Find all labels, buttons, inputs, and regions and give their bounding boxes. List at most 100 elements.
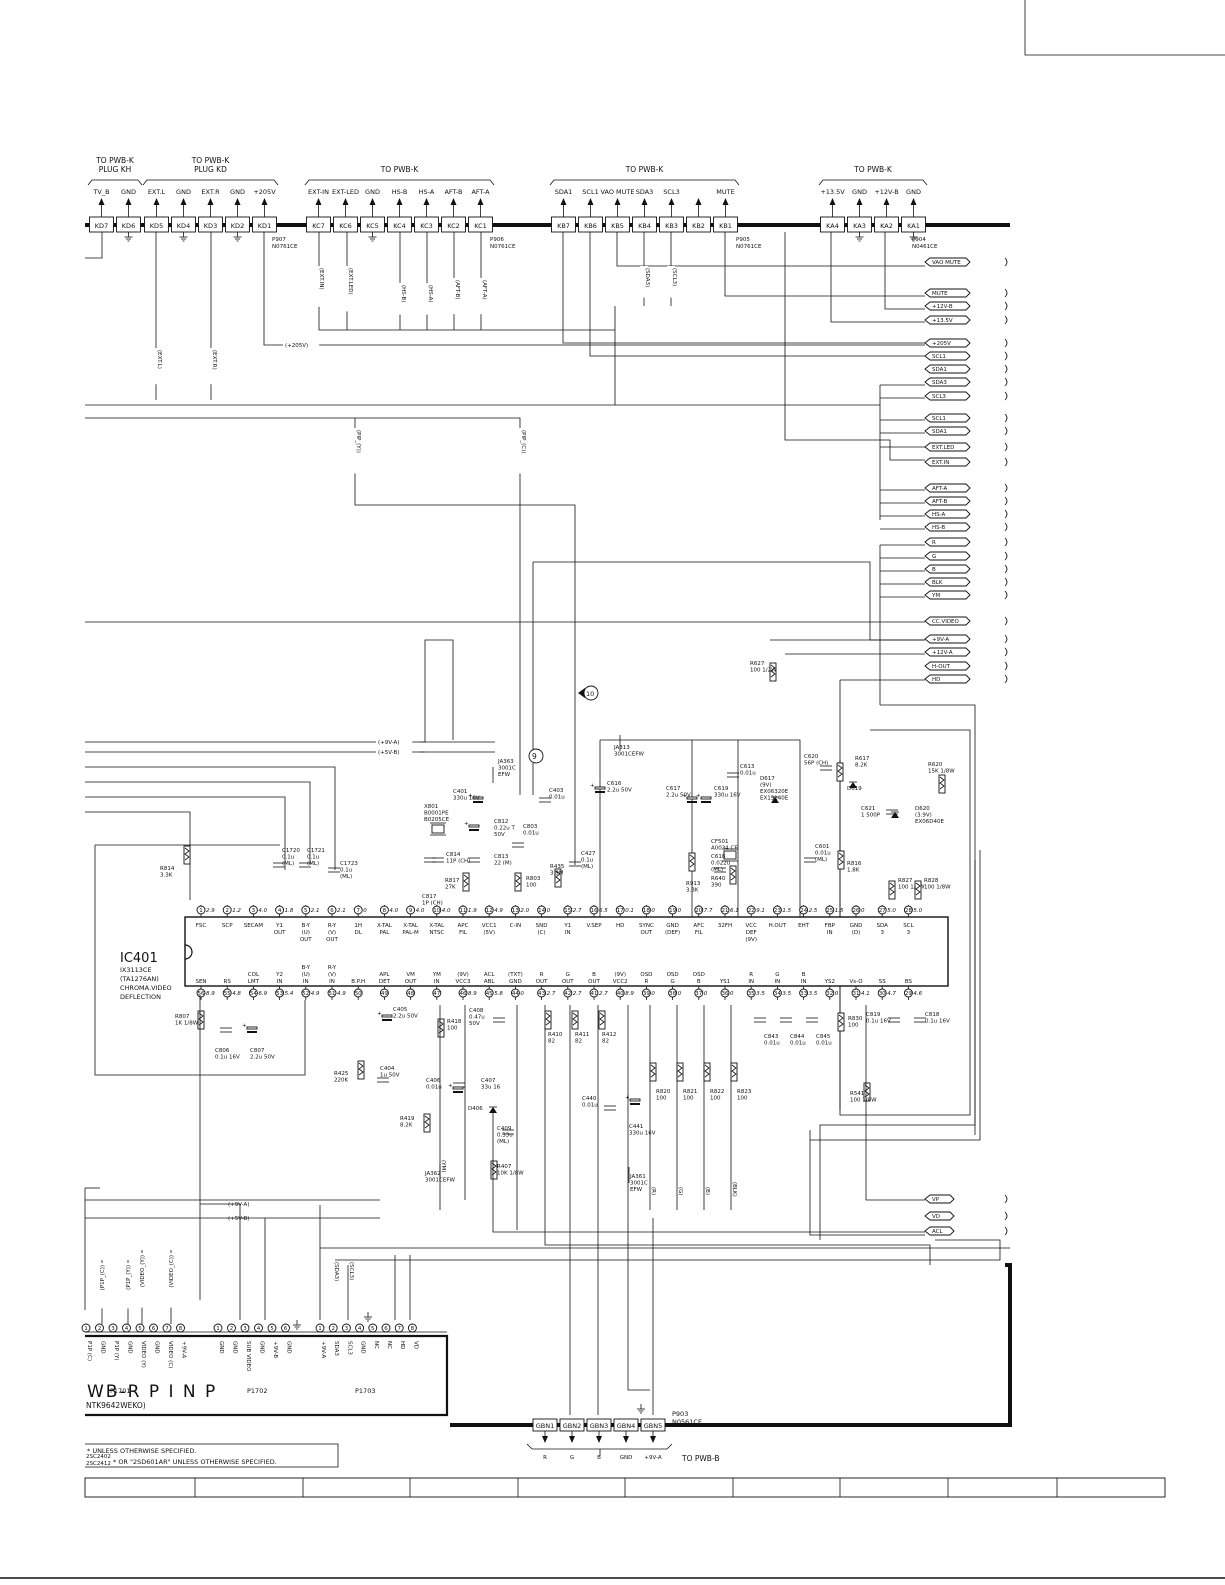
net-label: (G) <box>673 1185 683 1203</box>
svg-text:GND: GND <box>218 1341 224 1354</box>
svg-text:37: 37 <box>695 991 702 997</box>
svg-text:3: 3 <box>907 930 911 936</box>
pin-signal: EXT.R <box>201 188 220 196</box>
component-value: 0.33u <box>497 1133 513 1139</box>
svg-text:FBP: FBP <box>825 923 836 929</box>
component-ref: C441 <box>629 1124 643 1130</box>
svg-text:8.9: 8.9 <box>206 991 215 997</box>
connector-header: TO PWB-K <box>380 165 420 174</box>
svg-text:1.5: 1.5 <box>782 908 791 914</box>
component-ref: C1721 <box>307 848 325 854</box>
svg-text:0: 0 <box>861 908 865 914</box>
component-ref: C819 <box>866 1012 881 1018</box>
svg-text:CC.VIDEO: CC.VIDEO <box>932 619 960 625</box>
svg-text:2.7: 2.7 <box>599 991 608 997</box>
svg-text:27: 27 <box>879 908 886 914</box>
svg-text:NC: NC <box>373 1341 379 1349</box>
svg-text:FSC: FSC <box>196 923 207 929</box>
signal-tag: +12V-B <box>924 301 1008 311</box>
svg-text:OUT: OUT <box>562 979 574 985</box>
svg-text:GND: GND <box>259 1341 265 1354</box>
arrow-up-icon <box>587 198 594 205</box>
svg-text:10: 10 <box>586 690 594 698</box>
svg-text:4.8: 4.8 <box>232 991 241 997</box>
signal-tag: +12V-A <box>924 647 1008 657</box>
component-value: 82 <box>575 1039 582 1045</box>
svg-text:0.1: 0.1 <box>625 908 634 914</box>
component-ref: C813 <box>494 854 509 860</box>
svg-text:21: 21 <box>722 908 729 914</box>
svg-text:N0761CE: N0761CE <box>736 244 762 250</box>
component-value: 1.8K <box>847 868 860 874</box>
svg-text:47: 47 <box>433 991 440 997</box>
svg-text:OUT: OUT <box>536 979 548 985</box>
component-value: 100 1/8W <box>898 885 925 891</box>
svg-text:HS-A: HS-A <box>932 512 945 518</box>
svg-text:0: 0 <box>651 991 655 997</box>
pip-net-label: (P1P_(Y)) <box>124 1260 132 1324</box>
component-value: 1 500P <box>861 813 881 819</box>
svg-text:SDA3: SDA3 <box>932 380 947 386</box>
pin-ref: KB3 <box>665 222 678 230</box>
svg-text:31: 31 <box>853 991 860 997</box>
svg-text:GBN5: GBN5 <box>644 1422 663 1430</box>
component-ref: R814 <box>160 866 175 872</box>
component-value: 0.1u 16V <box>215 1055 240 1061</box>
component-value: 0.01u <box>790 1041 806 1047</box>
component-value: 1K 1/8W <box>175 1021 199 1027</box>
component-value: 3001C <box>630 1181 648 1187</box>
svg-text:7: 7 <box>397 1326 401 1332</box>
svg-text:0: 0 <box>547 908 551 914</box>
pip-net-label: (P1P_(C)) <box>98 1260 106 1324</box>
p1703-pin-7: 7HD <box>394 1323 405 1349</box>
svg-text:+205V: +205V <box>932 341 951 347</box>
svg-text:+: + <box>625 1095 630 1101</box>
arrow-up-icon <box>180 198 187 205</box>
svg-text:(BLK): (BLK) <box>731 1182 737 1197</box>
svg-text:6: 6 <box>330 908 334 914</box>
component-ref: R820 <box>656 1089 671 1095</box>
svg-text:HD: HD <box>616 923 624 929</box>
svg-text:+12V-B: +12V-B <box>932 304 953 310</box>
component-d619: D619 <box>847 781 862 792</box>
svg-text:6: 6 <box>284 1326 288 1332</box>
svg-text:0: 0 <box>520 991 524 997</box>
svg-text:1H: 1H <box>354 923 362 929</box>
svg-text:ACL: ACL <box>932 1229 944 1235</box>
svg-text:(SDA3): (SDA3) <box>333 1262 339 1281</box>
pin-signal: SCL1 <box>582 188 598 196</box>
to-pwb-b-label: TO PWB-B <box>681 1454 720 1463</box>
svg-text:2.9: 2.9 <box>206 908 215 914</box>
svg-text:4.0: 4.0 <box>442 908 451 914</box>
svg-text:(AFT-A): (AFT-A) <box>481 280 487 300</box>
svg-text:VCC1: VCC1 <box>482 923 497 929</box>
svg-text:26: 26 <box>853 908 860 914</box>
net-label: (EXT.L) <box>152 348 162 385</box>
svg-text:VM: VM <box>406 972 415 978</box>
ic-pin-50: 50B.P.H <box>351 979 365 1000</box>
component-value: (ML) <box>711 867 723 873</box>
pin-signal: GND <box>121 188 136 196</box>
component-ref: R913 <box>686 881 701 887</box>
net-label: (SDA3) <box>329 1260 339 1292</box>
component-value: 2.2u 50V <box>393 1014 418 1020</box>
